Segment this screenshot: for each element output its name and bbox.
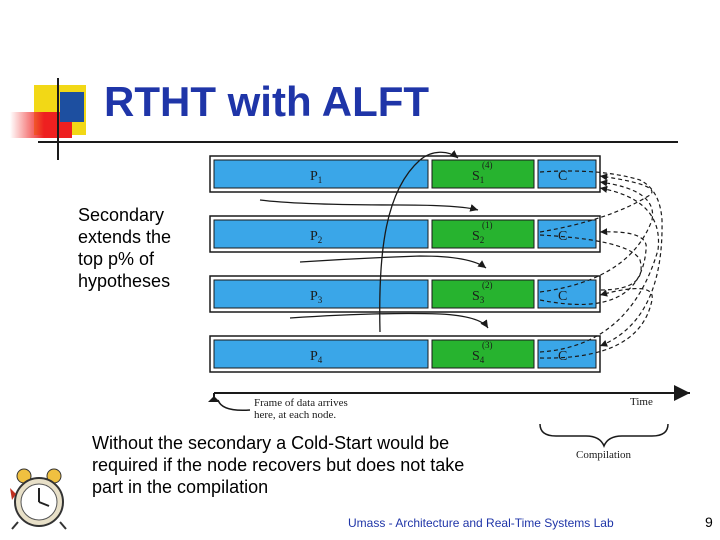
compilation-brace bbox=[539, 423, 669, 449]
secondary-superscript: (3) bbox=[482, 340, 493, 350]
compilation-label: Compilation bbox=[576, 449, 632, 461]
side-annotation: Secondary extends the top p% of hypothes… bbox=[78, 205, 172, 291]
time-label: Time bbox=[630, 396, 653, 408]
alarm-clock-icon bbox=[10, 468, 67, 530]
process-box bbox=[213, 159, 429, 189]
secondary-superscript: (2) bbox=[482, 280, 493, 290]
frame-arrow bbox=[217, 399, 251, 412]
frame-label-line2: here, at each node. bbox=[254, 409, 336, 421]
secondary-box bbox=[431, 279, 535, 309]
frame-label-line1: Frame of data arrives bbox=[254, 397, 348, 409]
secondary-superscript: (1) bbox=[482, 220, 493, 230]
page-number: 9 bbox=[705, 514, 713, 530]
compilation-box bbox=[537, 279, 597, 309]
compilation-label-box: C bbox=[558, 169, 567, 184]
compilation-label-box: C bbox=[558, 289, 567, 304]
secondary-box bbox=[431, 219, 535, 249]
secondary-box bbox=[431, 339, 535, 369]
secondary-superscript: (4) bbox=[482, 160, 493, 170]
process-box bbox=[213, 279, 429, 309]
compilation-box bbox=[537, 159, 597, 189]
process-box bbox=[213, 219, 429, 249]
compilation-label-box: C bbox=[558, 349, 567, 364]
compilation-box bbox=[537, 339, 597, 369]
compilation-box bbox=[537, 219, 597, 249]
secondary-box bbox=[431, 159, 535, 189]
bottom-annotation: Without the secondary a Cold-Start would… bbox=[92, 433, 465, 497]
process-box bbox=[213, 339, 429, 369]
title-vertical-rule bbox=[57, 78, 59, 160]
title-decoration-blue bbox=[60, 92, 84, 122]
title-horizontal-rule bbox=[38, 141, 678, 143]
slide-title: RTHT with ALFT bbox=[104, 78, 430, 125]
footer-lab-name: Umass - Architecture and Real-Time Syste… bbox=[348, 516, 614, 530]
